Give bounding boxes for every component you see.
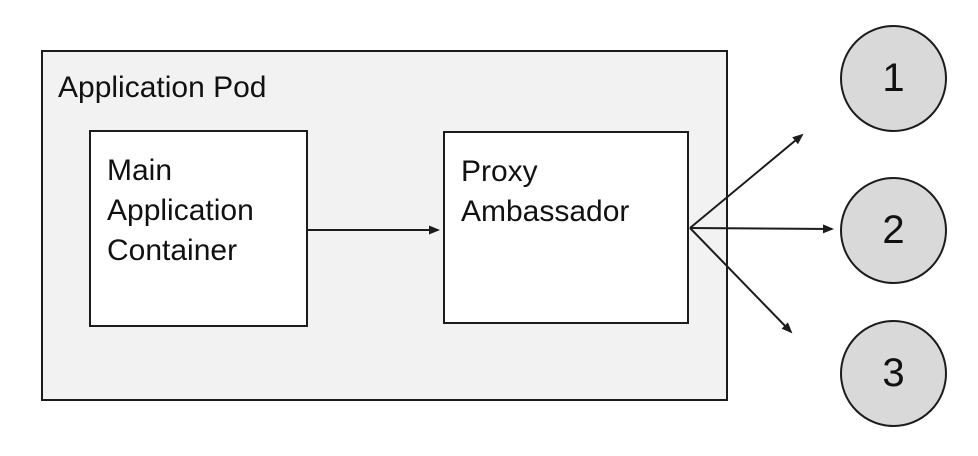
endpoint-node-1-label: 1 [882, 56, 905, 100]
endpoint-node-2: 2 [840, 177, 947, 284]
endpoint-node-3: 3 [840, 320, 947, 427]
node-proxy-ambassador-label: Proxy Ambassador [461, 155, 630, 229]
endpoint-node-1: 1 [840, 25, 947, 132]
application-pod-label: Application Pod [58, 71, 267, 104]
node-proxy-ambassador: Proxy Ambassador [443, 131, 689, 324]
node-main-application-container: Main Application Container [89, 130, 308, 327]
node-main-application-container-label: Main Application Container [107, 154, 254, 268]
endpoint-node-2-label: 2 [882, 208, 905, 252]
endpoint-node-3-label: 3 [882, 351, 905, 395]
